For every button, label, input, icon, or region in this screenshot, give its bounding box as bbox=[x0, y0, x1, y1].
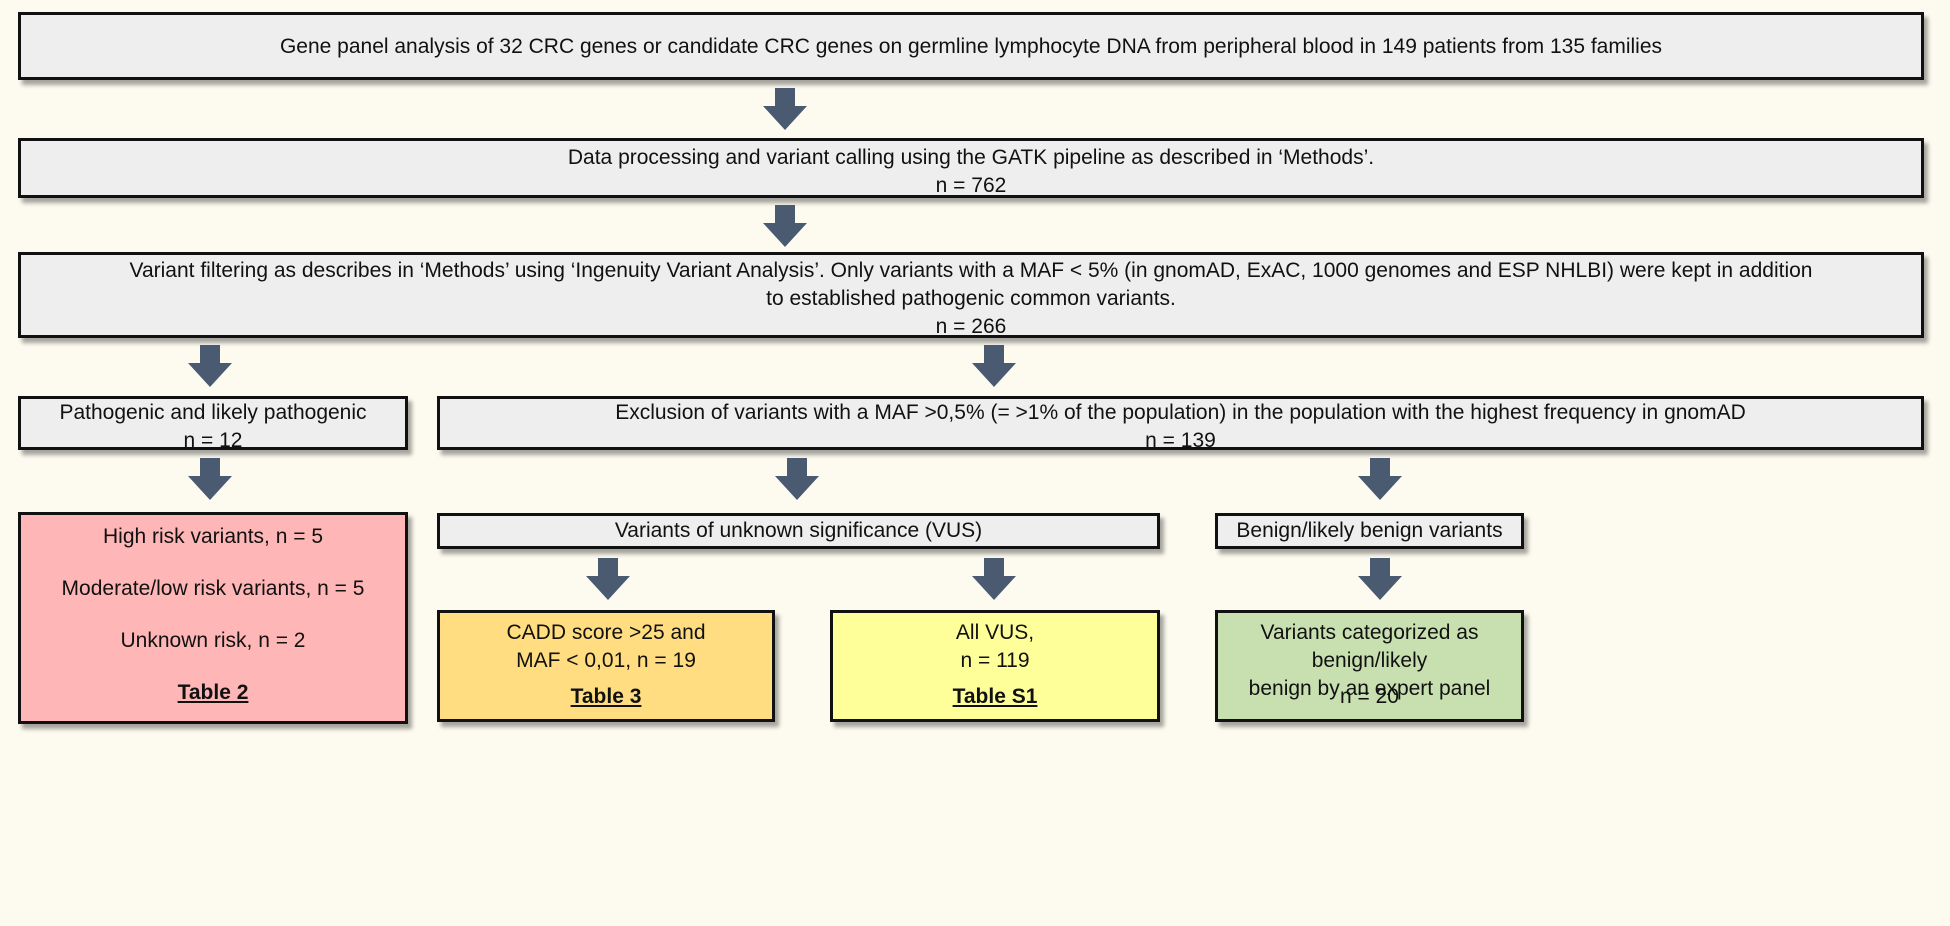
exclusion-count: n = 139 bbox=[1145, 429, 1216, 452]
arrow-down-icon bbox=[1358, 558, 1402, 602]
risk-variants-box: High risk variants, n = 5 Moderate/low r… bbox=[18, 512, 408, 724]
vus-box: Variants of unknown significance (VUS) bbox=[437, 513, 1160, 549]
arrow-down-icon bbox=[188, 345, 232, 389]
table-s1-reference: Table S1 bbox=[952, 685, 1038, 708]
arrow-down-icon bbox=[586, 558, 630, 602]
arrow-down-icon bbox=[1358, 458, 1402, 502]
exclusion-text: Exclusion of variants with a MAF >0,5% (… bbox=[615, 401, 1746, 424]
data-processing-text: Data processing and variant calling usin… bbox=[567, 146, 1375, 169]
high-risk-text: High risk variants, n = 5 bbox=[102, 525, 323, 548]
gene-panel-box: Gene panel analysis of 32 CRC genes or c… bbox=[18, 12, 1924, 80]
expert-benign-box: Variants categorized as benign/likely be… bbox=[1215, 610, 1524, 722]
vus-label: Variants of unknown significance (VUS) bbox=[614, 519, 983, 542]
arrow-down-icon bbox=[972, 558, 1016, 602]
table-2-reference: Table 2 bbox=[177, 681, 249, 704]
expert-text-2: benign by an expert panel bbox=[1248, 677, 1491, 700]
moderate-risk-text: Moderate/low risk variants, n = 5 bbox=[61, 577, 365, 600]
variant-filtering-count: n = 266 bbox=[935, 315, 1007, 338]
pathogenic-label: Pathogenic and likely pathogenic bbox=[59, 401, 367, 424]
all-vus-count: n = 119 bbox=[960, 649, 1030, 672]
arrow-down-icon bbox=[763, 205, 807, 249]
cadd-text-1: CADD score >25 and bbox=[506, 621, 706, 644]
benign-label: Benign/likely benign variants bbox=[1236, 519, 1503, 542]
data-processing-box: Data processing and variant calling usin… bbox=[18, 138, 1924, 198]
arrow-down-icon bbox=[188, 458, 232, 502]
arrow-down-icon bbox=[763, 88, 807, 132]
expert-text-1: Variants categorized as benign/likely bbox=[1260, 621, 1479, 672]
pathogenic-box: Pathogenic and likely pathogenic n = 12 bbox=[18, 396, 408, 452]
variant-filtering-box: Variant filtering as describes in ‘Metho… bbox=[18, 252, 1924, 338]
data-processing-count: n = 762 bbox=[935, 174, 1007, 197]
cadd-box: CADD score >25 and MAF < 0,01, n = 19 Ta… bbox=[437, 610, 775, 722]
expert-count: n = 20 bbox=[1340, 685, 1399, 708]
exclusion-box: Exclusion of variants with a MAF >0,5% (… bbox=[437, 396, 1924, 452]
arrow-down-icon bbox=[972, 345, 1016, 389]
variant-filtering-text: Variant filtering as describes in ‘Metho… bbox=[129, 259, 1813, 282]
all-vus-box: All VUS, n = 119 Table S1 bbox=[830, 610, 1160, 722]
arrow-down-icon bbox=[775, 458, 819, 502]
unknown-risk-text: Unknown risk, n = 2 bbox=[120, 629, 306, 652]
pathogenic-count: n = 12 bbox=[183, 429, 243, 452]
table-3-reference: Table 3 bbox=[570, 685, 642, 708]
gene-panel-text: Gene panel analysis of 32 CRC genes or c… bbox=[279, 35, 1663, 58]
all-vus-text: All VUS, bbox=[955, 621, 1035, 644]
variant-filtering-text-2: to established pathogenic common variant… bbox=[766, 287, 1176, 310]
cadd-text-2: MAF < 0,01, n = 19 bbox=[516, 649, 696, 672]
benign-box: Benign/likely benign variants bbox=[1215, 513, 1524, 549]
